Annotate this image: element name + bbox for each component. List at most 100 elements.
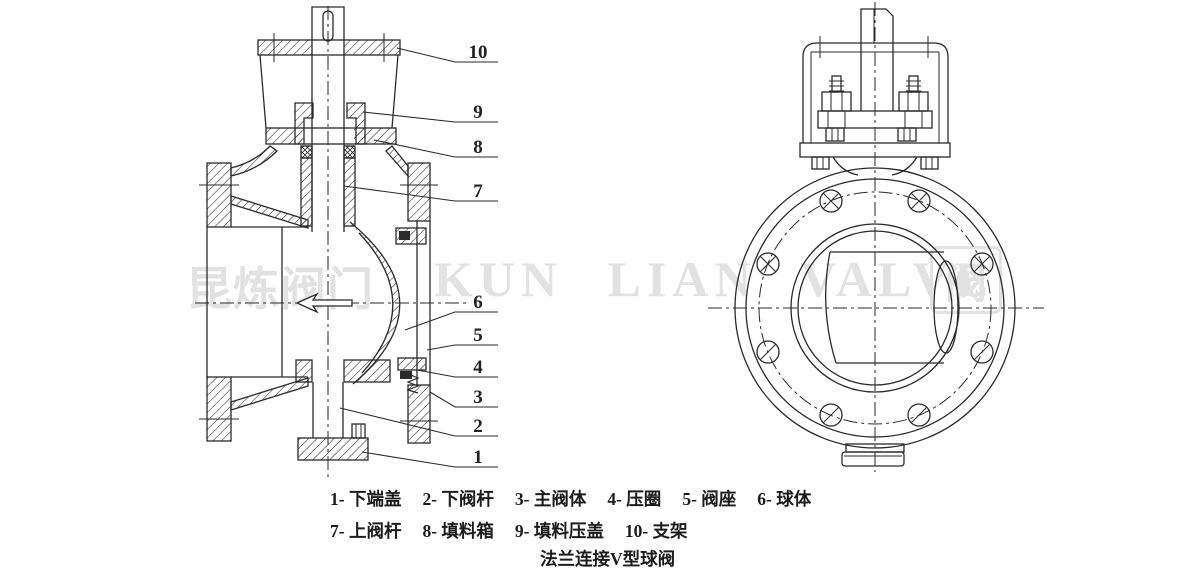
bonnet-hatch (354, 128, 396, 144)
right-flange-top (407, 162, 431, 222)
leader-10 (396, 47, 498, 63)
cover-bolt-lines (355, 424, 362, 438)
yoke-ticks (819, 36, 929, 58)
legend-item: 2- 下阀杆 (422, 489, 494, 509)
left-flange-top (206, 162, 232, 228)
flow-direction-arrow (295, 292, 353, 314)
section-view (195, 6, 466, 480)
seat-spring (406, 373, 420, 394)
legend-item: 4- 压圈 (607, 489, 662, 509)
flange-bolt-ticks (199, 184, 239, 420)
mounting-plate (799, 142, 951, 158)
leader-6 (404, 311, 498, 331)
bolt-holes (756, 189, 994, 427)
leader-1 (361, 451, 498, 468)
callout-8: 8 (473, 137, 483, 158)
plate-bolt-lines (903, 128, 911, 141)
legend-item: 3- 主阀体 (514, 489, 587, 509)
watermark-english-text: KUN LIAN VALVE (434, 251, 995, 307)
stud-threads (829, 80, 844, 92)
stuffing-box-flange (265, 127, 397, 145)
nut-facets (830, 92, 843, 111)
neck-curves (832, 156, 918, 176)
gland-plate (817, 110, 933, 129)
leader-9 (362, 111, 498, 123)
stem-in-yoke (860, 43, 894, 111)
stud-threads (906, 80, 921, 92)
bonnet-hatch (266, 128, 302, 144)
drawing-title: 法兰连接V型球阀 (540, 549, 676, 569)
callout-9: 9 (473, 102, 483, 123)
lower-stem (312, 382, 344, 438)
bore-lines (231, 226, 308, 378)
port-left-edge (825, 251, 837, 364)
leader-4 (416, 369, 498, 378)
legend-item: 6- 球体 (757, 489, 812, 509)
leader-3 (429, 391, 498, 408)
leader-7 (343, 185, 498, 202)
port-chords (830, 251, 944, 364)
seal-bottom (400, 371, 412, 379)
bottom-plate-right (343, 359, 391, 383)
plate-bolt-lines (831, 128, 839, 141)
callout-10: 10 (469, 42, 488, 63)
legend-item: 10- 支架 (624, 521, 688, 541)
body-shoulder (230, 145, 279, 177)
bottom-plate-left (295, 359, 313, 383)
bracket-bolt-ticks (273, 33, 385, 62)
callout-6: 6 (473, 292, 483, 313)
bottom-boss (841, 451, 905, 467)
pressure-ring (397, 357, 427, 371)
v-port (825, 251, 959, 364)
flange-od-circle (734, 167, 1016, 449)
mount-bolt-lines (925, 157, 933, 169)
legend-row-1: 1- 下端盖 2- 下阀杆 3- 主阀体 4- 压圈 5- 阀座 6- 球体 (330, 486, 811, 511)
callout-1: 1 (473, 447, 483, 468)
callout-3: 3 (473, 387, 483, 408)
callouts: 10 9 8 7 6 5 4 3 2 1 (339, 42, 498, 468)
mount-bolt (920, 156, 939, 170)
port-right-ellipse (933, 260, 959, 354)
callout-2: 2 (473, 416, 483, 437)
seal-top (399, 231, 410, 240)
plate-bolt (897, 127, 917, 142)
callout-7: 7 (473, 181, 483, 202)
legend-item: 5- 阀座 (682, 489, 737, 509)
plate-bolt (825, 127, 845, 142)
stem-top (860, 8, 894, 43)
raised-face-circle (790, 223, 960, 393)
leader-5 (426, 344, 498, 351)
leader-8 (373, 139, 498, 158)
ball-inner-arc (358, 232, 394, 374)
legend-item: 8- 填料箱 (422, 521, 494, 541)
bracket-top-plate (257, 39, 401, 56)
gland-plate-lines (827, 111, 923, 128)
bracket-plate-hatch (258, 40, 312, 55)
legend-item: 9- 填料压盖 (514, 521, 604, 541)
bore-circle (797, 230, 953, 386)
mount-bolt (811, 156, 830, 170)
lower-end-cover (297, 437, 369, 461)
left-flange-bottom (206, 376, 232, 442)
front-view (708, 2, 1044, 472)
callout-5: 5 (473, 325, 483, 346)
bracket-sides (259, 54, 399, 129)
upper-stem (311, 6, 345, 232)
cover-bolt (351, 423, 366, 439)
bracket-plate-hatch (344, 40, 400, 55)
yoke-outline (802, 42, 949, 143)
stem-keyway (322, 10, 334, 42)
legend-item: 1- 下端盖 (330, 489, 402, 509)
flange-bolt-ticks (400, 184, 438, 422)
bonnet-neck-wall (343, 157, 356, 227)
leader-2 (339, 407, 498, 437)
callout-4: 4 (473, 357, 483, 378)
legend-row-2: 7- 上阀杆 8- 填料箱 9- 填料压盖 10- 支架 (330, 518, 688, 543)
yoke-inner-lines (810, 51, 940, 143)
nut-facets (907, 92, 920, 111)
bolt-circle (758, 191, 992, 425)
